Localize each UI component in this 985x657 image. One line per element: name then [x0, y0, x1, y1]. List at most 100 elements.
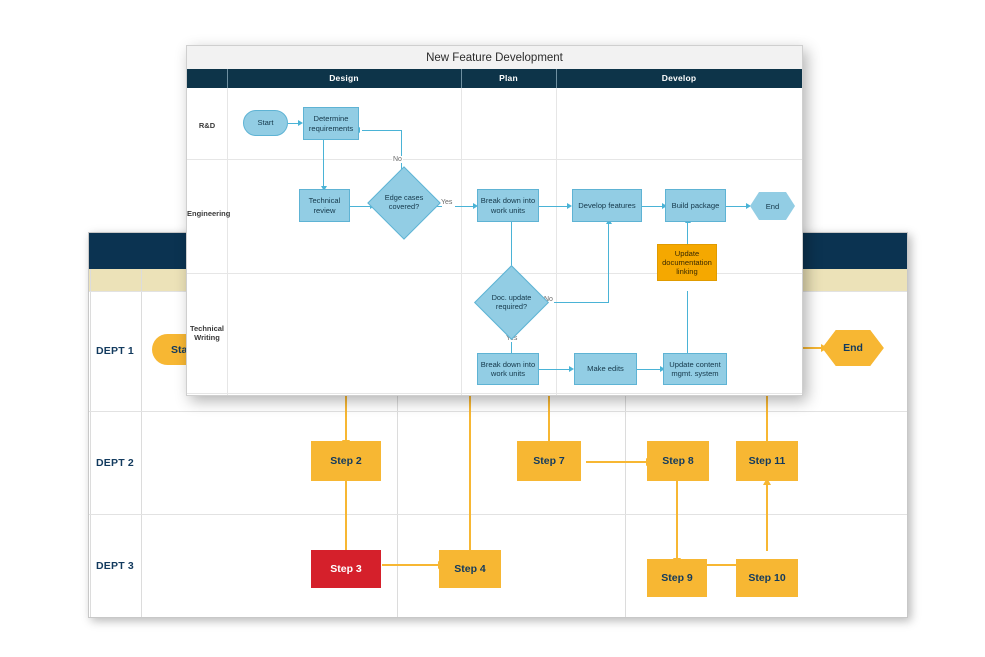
front-connector	[323, 140, 325, 189]
back-node-step-10-label: Step 10	[748, 572, 786, 584]
front-node-break-down-eng-line-1: Break down into	[480, 196, 536, 206]
back-node-step-8-label: Step 8	[662, 455, 694, 467]
back-connector	[706, 564, 756, 566]
front-lane-label-rd: R&D	[198, 121, 216, 130]
front-node-doc-update-line-1: Doc. update	[491, 292, 532, 302]
front-connector	[539, 206, 569, 208]
front-connector-arrow	[662, 202, 667, 209]
front-node-technical-review-line-2: review	[313, 205, 336, 215]
front-panel-title: New Feature Development	[426, 51, 563, 64]
front-node-develop-features-label: Develop features	[578, 200, 636, 210]
front-node-start[interactable]: Start	[243, 110, 288, 136]
front-connector	[511, 330, 513, 360]
back-node-step-11[interactable]: Step 11	[736, 441, 798, 481]
front-node-technical-review[interactable]: Technical review	[299, 189, 350, 222]
front-node-end-label: End	[765, 201, 780, 211]
front-connector-arrow	[320, 186, 327, 191]
front-node-update-doc-line-3: linking	[676, 267, 698, 277]
back-connector	[345, 365, 347, 441]
front-node-develop-features[interactable]: Develop features	[572, 189, 642, 222]
front-node-break-down-work-units-technical-writing[interactable]: Break down into work units	[477, 353, 539, 385]
front-node-technical-review-line-1: Technical	[308, 196, 341, 206]
new-feature-development-panel[interactable]: New Feature Development Design Plan Deve…	[186, 45, 803, 396]
front-lane-label-technical-writing: Technical Writing	[187, 324, 227, 343]
back-lane-divider	[89, 411, 907, 412]
back-connector	[469, 293, 471, 551]
back-connector	[789, 347, 823, 349]
back-node-end-shape	[822, 330, 884, 366]
front-column-header-separator	[556, 69, 557, 88]
front-node-end[interactable]: End	[750, 192, 795, 220]
front-connector-arrow	[746, 202, 751, 209]
front-node-doc-update-required[interactable]: Doc. update required?	[474, 265, 549, 340]
front-edge-label-yes-edge-cases: Yes	[440, 199, 454, 206]
front-connector-arrow	[473, 202, 478, 209]
front-node-doc-update-line-2: required?	[495, 301, 528, 311]
front-connector	[642, 206, 664, 208]
front-node-determine-requirements[interactable]: Determine requirements	[303, 107, 359, 140]
back-node-step-7[interactable]: Step 7	[517, 441, 581, 481]
front-connector	[401, 130, 403, 176]
front-node-update-doc-line-1: Update	[674, 248, 700, 258]
front-node-start-label: Start	[257, 118, 274, 128]
back-connector-arrow	[762, 478, 771, 485]
front-node-break-down-tw-line-1: Break down into	[480, 359, 536, 369]
back-node-step-7-label: Step 7	[533, 455, 565, 467]
back-node-step-8[interactable]: Step 8	[647, 441, 709, 481]
front-node-end-shape	[750, 192, 795, 220]
back-node-step-3-label: Step 3	[330, 563, 362, 575]
front-node-make-edits-label: Make edits	[587, 364, 624, 374]
front-connector	[726, 206, 748, 208]
front-node-break-down-tw-line-2: work units	[490, 369, 526, 378]
back-lane-label-dept-3: DEPT 3	[96, 560, 134, 572]
back-connector	[345, 481, 347, 551]
front-connector	[350, 206, 372, 208]
back-column-divider	[625, 269, 626, 617]
front-column-divider	[461, 88, 462, 395]
back-node-step-3[interactable]: Step 3	[311, 550, 381, 588]
back-node-step-4[interactable]: Step 4	[439, 550, 501, 588]
front-lane-divider	[187, 273, 802, 274]
back-node-step-11-label: Step 11	[748, 455, 786, 467]
front-column-divider	[556, 88, 557, 395]
front-node-build-package[interactable]: Build package	[665, 189, 726, 222]
front-node-doc-update-text: Doc. update required?	[485, 276, 538, 329]
back-lane-divider	[89, 514, 907, 515]
front-connector	[608, 224, 610, 303]
front-connector-arrow	[569, 365, 574, 372]
front-connector	[539, 302, 609, 304]
back-node-step-10[interactable]: Step 10	[736, 559, 798, 597]
front-node-break-down-work-units-engineering[interactable]: Break down into work units	[477, 189, 539, 222]
front-node-make-edits[interactable]: Make edits	[574, 353, 637, 385]
back-connector	[382, 564, 440, 566]
front-node-break-down-eng-line-2: work units	[490, 205, 526, 215]
front-lane-divider	[187, 159, 802, 160]
front-connector	[455, 206, 475, 208]
front-connector	[687, 291, 689, 355]
front-panel-column-header-bar	[187, 69, 802, 88]
front-node-edge-cases-covered[interactable]: Edge cases covered?	[367, 166, 441, 240]
front-edge-label-no-edge-cases: No	[392, 156, 403, 163]
front-panel-title-bar: New Feature Development	[187, 46, 802, 69]
back-node-end[interactable]: End	[822, 330, 884, 366]
front-connector	[511, 222, 513, 294]
back-node-step-4-label: Step 4	[454, 563, 486, 575]
front-connector	[362, 130, 402, 132]
back-column-divider	[141, 269, 142, 617]
back-node-step-9-label: Step 9	[661, 572, 693, 584]
front-node-build-package-label: Build package	[671, 200, 720, 210]
front-node-update-content-mgmt-system[interactable]: Update content mgmt. system	[663, 353, 727, 385]
front-column-label-plan: Plan	[499, 73, 518, 83]
front-node-edge-cases-line-1: Edge cases	[384, 193, 424, 203]
front-node-update-content-line-2: mgmt. system	[671, 369, 719, 378]
front-lane-divider	[187, 393, 802, 394]
front-node-update-documentation-linking[interactable]: Update documentation linking	[657, 244, 717, 281]
front-edge-label-no-doc-update: No	[543, 296, 554, 303]
front-lane-label-line-2: Writing	[194, 333, 220, 343]
front-connector-arrow	[298, 119, 303, 126]
back-lane-label-dept-2: DEPT 2	[96, 457, 134, 469]
back-node-step-2[interactable]: Step 2	[311, 441, 381, 481]
back-lane-label-dept-1: DEPT 1	[96, 345, 134, 357]
back-node-step-9[interactable]: Step 9	[647, 559, 707, 597]
front-column-label-design: Design	[329, 73, 359, 83]
